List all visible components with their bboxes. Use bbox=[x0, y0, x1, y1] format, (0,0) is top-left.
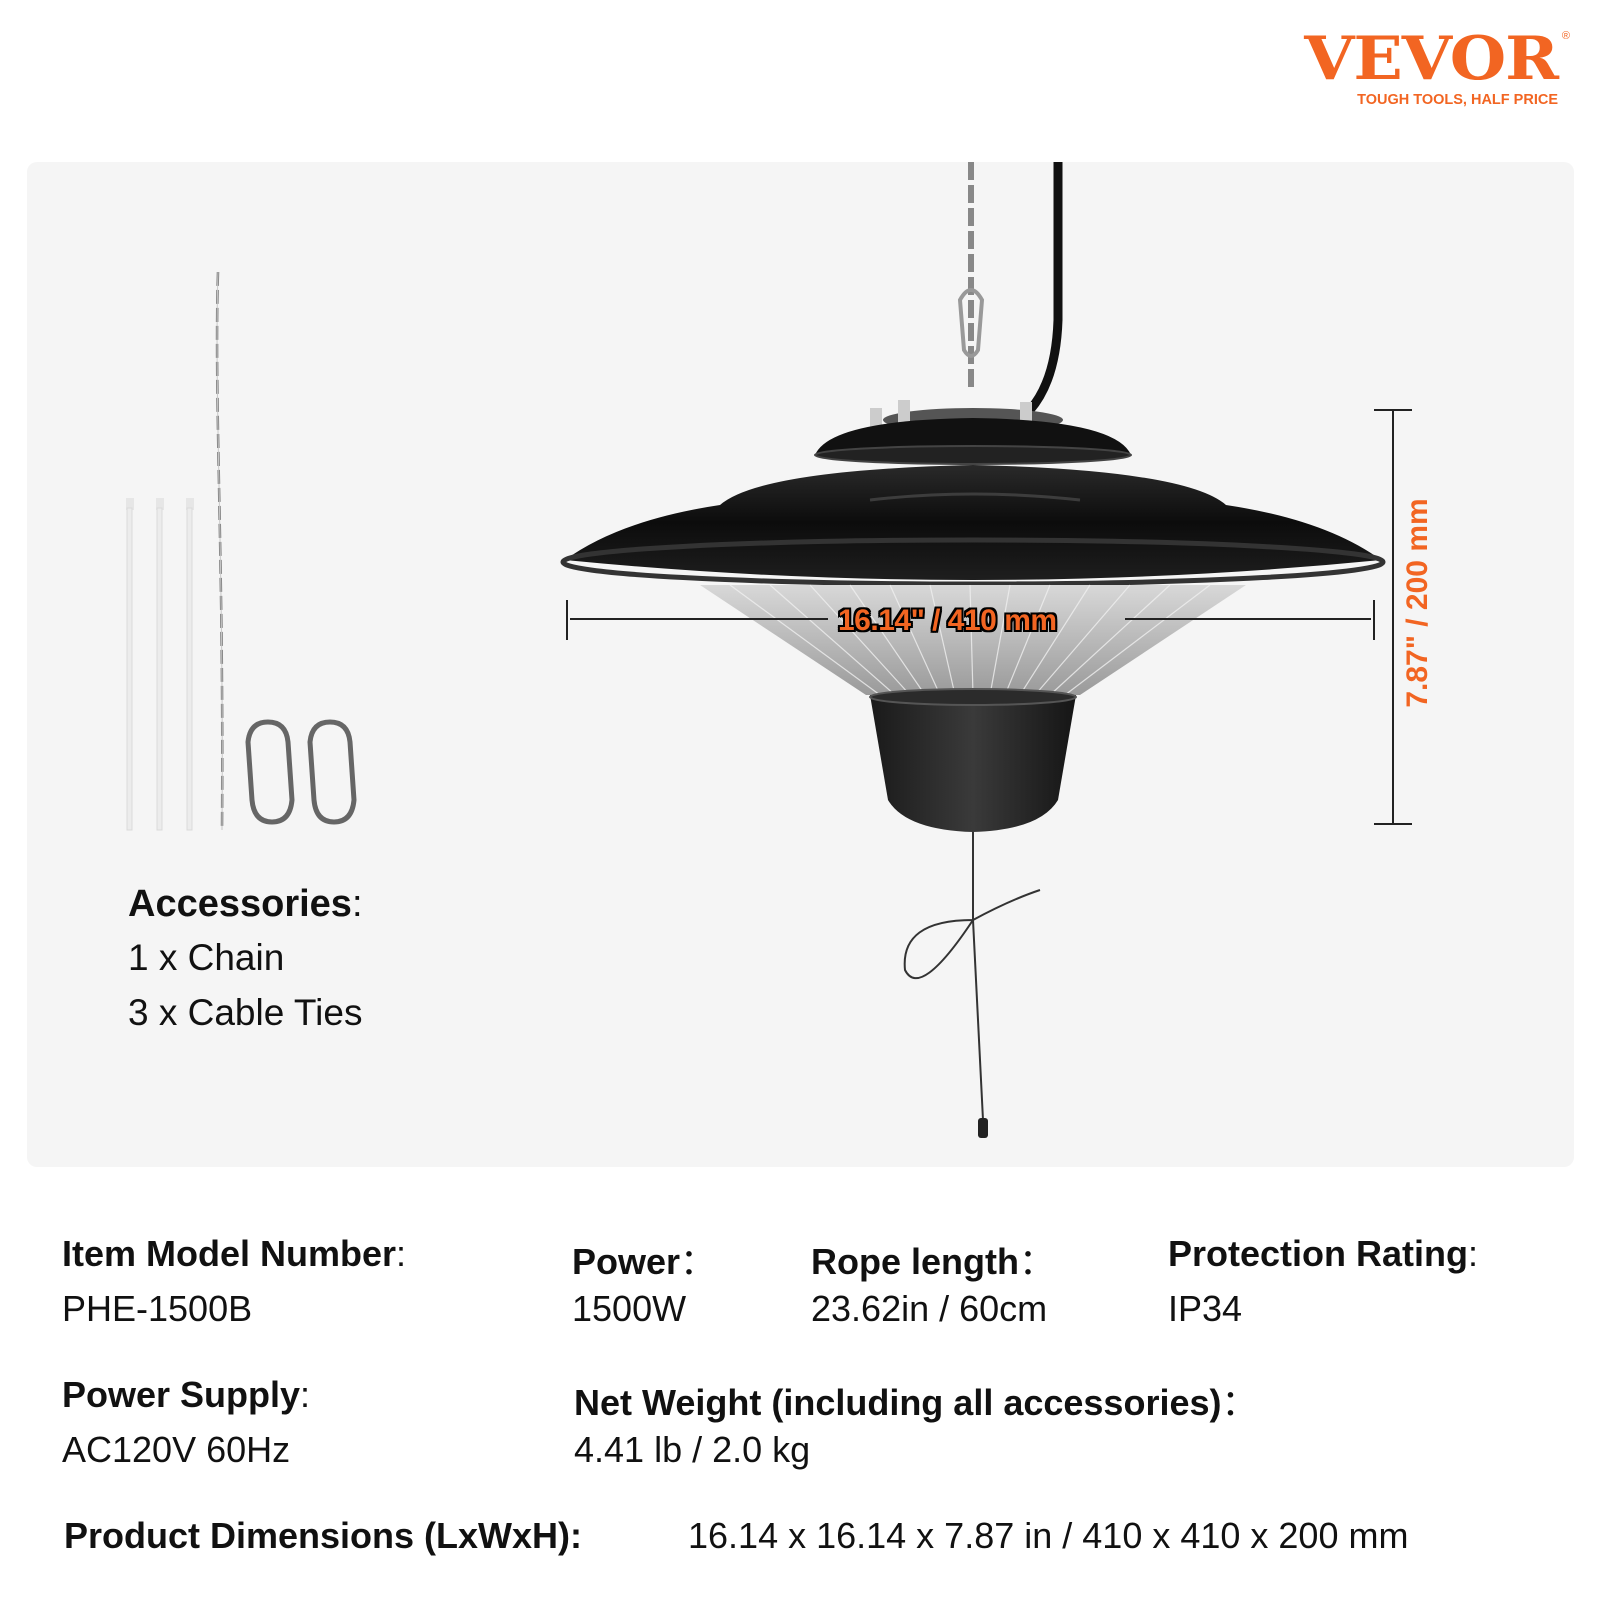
net-weight-label: Net Weight (including all accessories)： bbox=[574, 1382, 1258, 1423]
cable-ties-icon bbox=[126, 498, 194, 831]
protection-rating-value: IP34 bbox=[1168, 1288, 1243, 1329]
model-label: Item Model Number: bbox=[62, 1233, 407, 1274]
carabiner-icon bbox=[245, 719, 357, 825]
dimensions-label: Product Dimensions (LxWxH): bbox=[64, 1515, 583, 1556]
brand-name: VEVOR bbox=[1304, 24, 1559, 94]
accessories-heading: Accessories: bbox=[128, 883, 363, 925]
model-value: PHE-1500B bbox=[62, 1288, 253, 1329]
power-value: 1500W bbox=[572, 1288, 687, 1329]
hanging-chain-icon bbox=[957, 162, 985, 390]
brand-tagline: TOUGH TOOLS, HALF PRICE bbox=[1357, 92, 1558, 108]
chain-icon bbox=[215, 271, 224, 831]
heater-body-icon bbox=[560, 400, 1386, 832]
height-dimension-label: 7.87" / 200 mm bbox=[1401, 498, 1434, 708]
rope-length-label: Rope length： bbox=[811, 1241, 1055, 1282]
power-supply-value: AC120V 60Hz bbox=[62, 1429, 291, 1470]
product-image-panel bbox=[27, 162, 1574, 1167]
power-supply-label: Power Supply: bbox=[62, 1374, 311, 1415]
rope-length-value: 23.62in / 60cm bbox=[811, 1288, 1048, 1329]
brand-logo: VEVOR ® TOUGH TOOLS, HALF PRICE bbox=[1304, 28, 1570, 108]
width-dimension-line bbox=[566, 600, 1375, 640]
power-label: Power： bbox=[572, 1241, 717, 1282]
height-dimension-line bbox=[1374, 409, 1412, 825]
net-weight-value: 4.41 lb / 2.0 kg bbox=[574, 1429, 811, 1470]
width-dimension-label: 16.14" / 410 mm bbox=[838, 604, 1057, 637]
power-cord-icon bbox=[1026, 162, 1063, 413]
protection-rating-label: Protection Rating: bbox=[1168, 1233, 1479, 1274]
registered-mark: ® bbox=[1561, 30, 1570, 42]
dimensions-value: 16.14 x 16.14 x 7.87 in / 410 x 410 x 20… bbox=[688, 1515, 1409, 1556]
accessory-item: 1 x Chain bbox=[128, 937, 285, 978]
pull-cord-icon bbox=[903, 832, 1041, 1121]
accessory-item: 3 x Cable Ties bbox=[128, 992, 363, 1033]
